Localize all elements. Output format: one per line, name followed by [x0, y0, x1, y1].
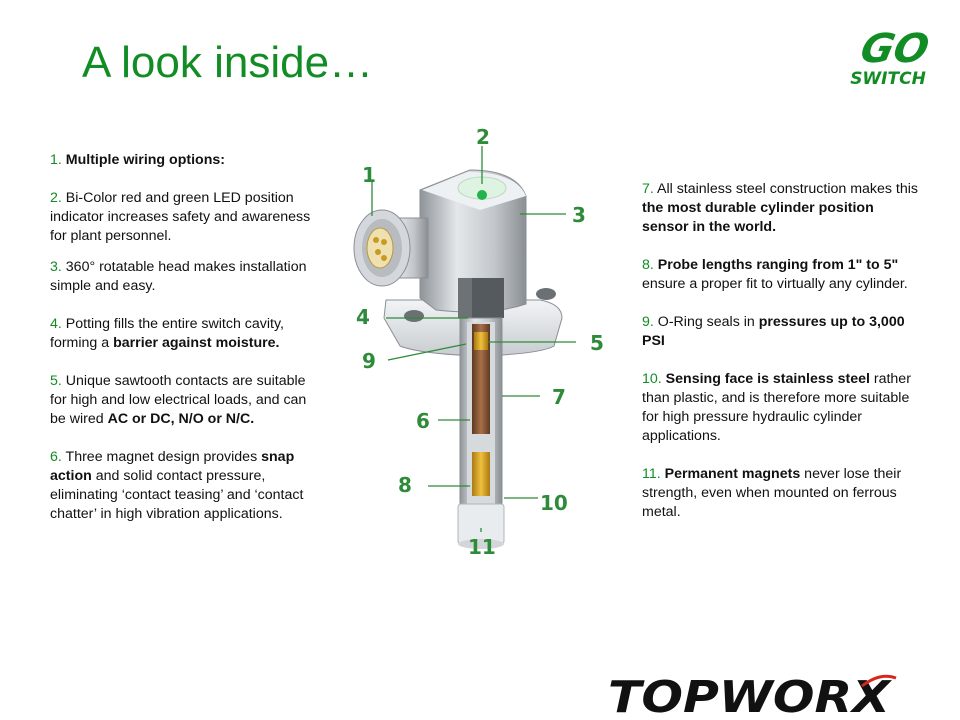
feature-text-bold: pressures up to 3,000 PSI: [642, 314, 905, 349]
callout-3: 3: [572, 203, 586, 227]
sawtooth-contacts: [474, 332, 488, 350]
feature-text: Three magnet design provides: [61, 449, 262, 465]
callout-8: 8: [398, 473, 412, 497]
callout-7: 7: [552, 385, 566, 409]
wiring-connector: [353, 209, 429, 287]
feature-text: rather than plastic, and is therefore mo…: [642, 371, 911, 444]
callout-1: 1: [362, 163, 376, 187]
go-switch-logo: GO SWITCH: [850, 26, 933, 89]
feature-item-8: 8. Probe lengths ranging from 1" to 5" e…: [642, 256, 922, 294]
feature-text-bold: the most durable cylinder position senso…: [642, 200, 874, 235]
feature-item-9: 9. O-Ring seals in pressures up to 3,000…: [642, 313, 922, 351]
feature-item-5: 5. Unique sawtooth contacts are suitable…: [50, 372, 322, 429]
feature-text-bold: snap action: [50, 449, 295, 484]
feature-item-1: 1. Multiple wiring options:: [50, 151, 322, 170]
feature-number: 11.: [642, 466, 661, 482]
callout-4: 4: [356, 305, 370, 329]
feature-text: and solid contact pressure, eliminating …: [50, 468, 304, 522]
topworx-logo: TOPWORX: [608, 672, 897, 718]
feature-number: 10.: [642, 371, 662, 387]
permanent-magnet: [472, 452, 490, 496]
go-switch-logo-line2: SWITCH: [850, 69, 926, 89]
feature-number: 8.: [642, 257, 654, 273]
slide-title: A look inside…: [82, 38, 374, 87]
feature-text: Unique sawtooth contacts are suitable fo…: [50, 373, 307, 427]
switch-housing: [419, 169, 527, 313]
led-indicator: [477, 190, 487, 200]
feature-text-bold: barrier against moisture.: [113, 335, 280, 351]
feature-number: 3.: [50, 259, 62, 275]
feature-text: ensure a proper fit to virtually any cyl…: [642, 276, 908, 292]
feature-number: 1.: [50, 152, 62, 168]
feature-number: 2.: [50, 190, 62, 206]
feature-item-10: 10. Sensing face is stainless steel rath…: [642, 370, 922, 446]
feature-item-4: 4. Potting fills the entire switch cavit…: [50, 315, 322, 353]
topworx-logo-text: TOPWORX: [608, 672, 892, 718]
callout-9: 9: [362, 349, 376, 373]
callout-11: 11: [468, 535, 496, 559]
flange-hole: [536, 288, 556, 300]
feature-number: 4.: [50, 316, 62, 332]
magnet-core: [472, 324, 490, 434]
feature-text: 360° rotatable head makes installation s…: [50, 259, 307, 294]
feature-number: 5.: [50, 373, 62, 389]
go-switch-logo-line1: GO: [856, 26, 933, 72]
callout-10: 10: [540, 491, 568, 515]
feature-item-6: 6. Three magnet design provides snap act…: [50, 448, 322, 524]
feature-text: Bi-Color red and green LED position indi…: [50, 190, 311, 244]
potting-highlight: [458, 278, 472, 318]
callout-leaders: [371, 146, 576, 532]
feature-text-bold: Sensing face is stainless steel: [661, 371, 870, 387]
flange-hole: [404, 310, 424, 322]
feature-number: 7.: [642, 181, 654, 197]
feature-text: never lose their strength, even when mou…: [642, 466, 902, 520]
switch-cutaway-diagram: 1 2 3 4 5 6 7 8 9 10 11: [353, 125, 604, 559]
feature-item-3: 3. 360° rotatable head makes installatio…: [50, 258, 322, 296]
right-feature-list: 7. All stainless steel construction make…: [642, 180, 922, 541]
feature-text-bold: AC or DC, N/O or N/C.: [107, 411, 255, 427]
callout-2: 2: [476, 125, 490, 149]
feature-text: Potting fills the entire switch cavity, …: [50, 316, 284, 351]
feature-number: 6.: [50, 449, 62, 465]
callout-5: 5: [590, 331, 604, 355]
feature-number: 9.: [642, 314, 654, 330]
sensing-face-bottom: [458, 539, 504, 549]
feature-text-bold: Probe lengths ranging from 1" to 5": [653, 257, 899, 273]
feature-text: Multiple wiring options:: [61, 152, 225, 168]
feature-text: O-Ring seals in: [653, 314, 759, 330]
feature-item-11: 11. Permanent magnets never lose their s…: [642, 465, 922, 522]
left-feature-list: 1. Multiple wiring options: 2. Bi-Color …: [50, 151, 322, 543]
feature-text: All stainless steel construction makes t…: [653, 181, 919, 197]
callout-6: 6: [416, 409, 430, 433]
feature-item-7: 7. All stainless steel construction make…: [642, 180, 922, 237]
feature-text-bold: Permanent magnets: [660, 466, 801, 482]
feature-item-2: 2. Bi-Color red and green LED position i…: [50, 189, 322, 246]
